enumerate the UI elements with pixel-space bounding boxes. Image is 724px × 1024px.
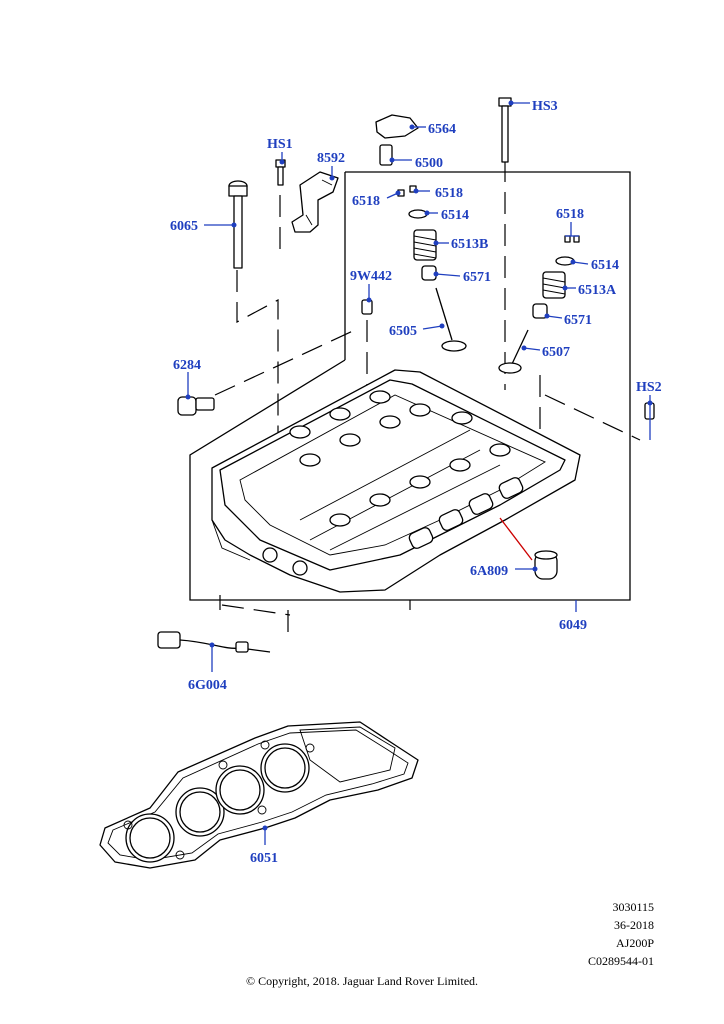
callout-6571-exhaust: 6571	[564, 313, 592, 328]
callout-6564: 6564	[428, 122, 456, 137]
callout-6049: 6049	[559, 618, 587, 633]
intake-valve	[435, 287, 467, 352]
valve-collets-intake	[397, 185, 417, 197]
plug-6a809	[534, 550, 558, 580]
exploded-guide-lines	[214, 160, 641, 640]
rocker-arm	[375, 114, 419, 139]
callout-6518-upper: 6518	[435, 186, 463, 201]
camshaft-journals-intake	[289, 390, 473, 467]
spring-retainer-intake	[408, 209, 428, 219]
reference-number: 3030115	[612, 900, 654, 914]
callout-6518-left: 6518	[352, 194, 380, 209]
callout-6518-exhaust: 6518	[556, 207, 584, 222]
callout-6514-exhaust: 6514	[591, 258, 619, 273]
temperature-sensor-6g004	[157, 631, 271, 653]
sensor-6284	[177, 396, 215, 416]
valve-spring-6513b	[413, 229, 437, 261]
callout-6507: 6507	[542, 345, 570, 360]
copyright-notice: © Copyright, 2018. Jaguar Land Rover Lim…	[245, 974, 479, 988]
callout-6051: 6051	[250, 851, 278, 866]
head-gasket	[99, 721, 419, 869]
revision-date: 36-2018	[614, 918, 654, 932]
callout-6g004: 6G004	[188, 678, 227, 693]
leader-lines	[185, 100, 653, 845]
engine-code: AJ200P	[615, 936, 654, 950]
exhaust-valve	[498, 329, 529, 374]
valve-seal-exhaust	[532, 303, 548, 319]
dowel-9w442	[361, 299, 373, 315]
callout-6571-intake: 6571	[463, 270, 491, 285]
callout-6514-intake: 6514	[441, 208, 469, 223]
callout-6513b: 6513B	[451, 237, 488, 252]
callout-6505: 6505	[389, 324, 417, 339]
callout-6a809: 6A809	[470, 564, 508, 579]
exhaust-ports	[408, 477, 524, 549]
bolt-hs3	[498, 97, 512, 163]
callout-6065: 6065	[170, 219, 198, 234]
callout-6500: 6500	[415, 156, 443, 171]
hydraulic-adjuster	[379, 144, 393, 166]
callout-hs2: HS2	[636, 380, 662, 395]
callout-hs1: HS1	[267, 137, 293, 152]
bracket-8592	[291, 171, 339, 233]
camshaft-journals-exhaust	[329, 443, 511, 527]
valve-spring-6513a	[542, 271, 566, 299]
callout-hs3: HS3	[532, 99, 558, 114]
cylinder-head	[211, 369, 581, 593]
callout-6513a: 6513A	[578, 283, 617, 298]
illustration-id: C0289544-01	[588, 954, 654, 968]
callout-6284: 6284	[173, 358, 201, 373]
highlight-leader	[499, 517, 533, 561]
head-bolt	[228, 180, 248, 269]
callout-8592: 8592	[317, 151, 345, 166]
valve-collets-exhaust	[564, 235, 580, 243]
callout-labels: HS3 6564 HS1 8592 6500 6518 6518 6514 65…	[170, 99, 662, 866]
callout-9w442: 9W442	[350, 269, 392, 284]
